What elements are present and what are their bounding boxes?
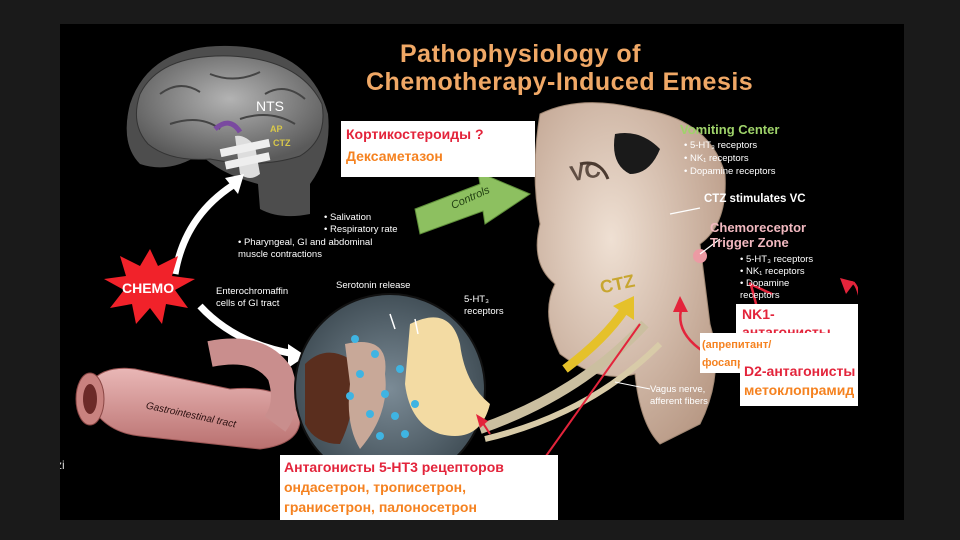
ctz-item-3: • Dopamine (740, 278, 790, 289)
vomiting-center-title: Vomiting Center (680, 122, 780, 137)
ht3-line2: ондасетрон, трописетрон, (284, 479, 466, 495)
enterochromaffin-line2: cells of GI tract (216, 298, 280, 309)
slide: Pathophysiology of Chemotherapy-Induced … (60, 24, 858, 520)
serotonin-release-label: Serotonin release (336, 280, 411, 291)
ctz-zone-title2: Trigger Zone (710, 235, 789, 250)
ctz-zone-title1: Chemoreceptor (710, 220, 807, 235)
ht3-pointer (545, 323, 641, 457)
cortico-line2: Дексаметазон (346, 148, 443, 164)
enterochromaffin-line1: Enterochromaffin (216, 286, 289, 297)
ctz-stimulates-vc: CTZ stimulates VC (704, 193, 806, 205)
ht3-line1: Антагонисты 5-НТ3 рецепторов (284, 459, 504, 475)
vc-label: VC (567, 156, 603, 187)
diagram-graphics (75, 45, 858, 485)
effect-pharyngeal: • Pharyngeal, GI and abdominal (238, 237, 373, 248)
ctz-item-4: receptors (740, 290, 780, 301)
ht3-annotation: Антагонисты 5-НТ3 рецепторов ондасетрон,… (280, 455, 558, 520)
gi-tract (84, 367, 301, 450)
right-border (858, 24, 904, 520)
ctz-item-1: • 5-HT₃ receptors (740, 254, 814, 265)
brain (135, 55, 324, 164)
vagus-arrow (562, 306, 629, 373)
ctz-item-2: • NK₁ receptors (740, 266, 805, 277)
effect-muscle: muscle contractions (238, 249, 322, 260)
chemo-to-gut-arrow (197, 303, 296, 358)
chemo-label: CHEMO (122, 280, 175, 296)
vc-item-2: • NK₁ receptors (684, 153, 749, 164)
controls-arrow (414, 171, 532, 235)
d2-annotation: D2-антагонисты метоклопрамид (740, 360, 858, 406)
chemo-to-brain-arrow (171, 179, 240, 275)
nts-label: NTS (256, 98, 284, 114)
title-line2: Chemotherapy-Induced Emesis (366, 68, 754, 96)
d2-line1: D2-антагонисты (744, 363, 856, 379)
cortico-line1: Кортикостероиды ? (346, 126, 484, 142)
vagus-line2: afferent fibers (650, 396, 708, 407)
ht3-line3: гранисетрон, палоносетрон (284, 499, 477, 515)
left-edge-mark: zi (60, 458, 65, 472)
ap-label: AP (270, 124, 283, 134)
vc-item-1: • 5-HT₃ receptors (684, 140, 758, 151)
chemo-burst (104, 249, 195, 324)
ht3-receptors-line1: 5-HT₃ (464, 294, 489, 305)
corticosteroids-annotation: Кортикостероиды ? Дексаметазон (341, 121, 535, 177)
brain-ctz-label: CTZ (273, 138, 291, 148)
vagus-line1: Vagus nerve, (650, 384, 706, 395)
effect-respiratory: • Respiratory rate (324, 224, 398, 235)
effect-salivation: • Salivation (324, 212, 372, 223)
vc-item-3: • Dopamine receptors (684, 166, 776, 177)
title-line1: Pathophysiology of (400, 40, 641, 68)
d2-line2: метоклопрамид (744, 382, 855, 398)
ht3-receptors-line2: receptors (464, 306, 504, 317)
